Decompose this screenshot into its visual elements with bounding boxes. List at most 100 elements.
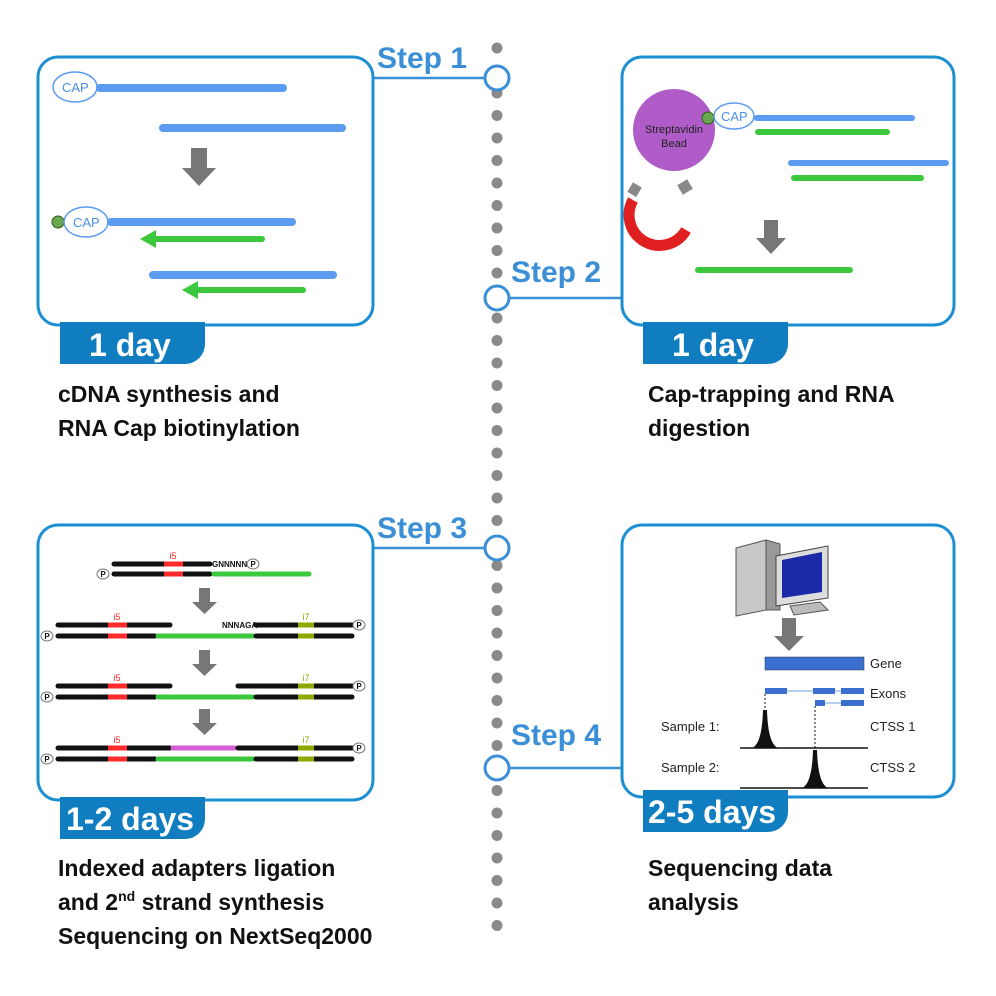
timeline-dot [491, 875, 503, 886]
step-3-label: Step 3 [377, 512, 467, 545]
i7-index [298, 756, 314, 762]
phosphate-label: P [356, 744, 362, 753]
exon [815, 700, 825, 706]
cap-label: CAP [721, 109, 748, 124]
phosphate-icon [352, 742, 366, 754]
i5-label: i5 [113, 673, 120, 683]
step-3-duration-badge [60, 797, 205, 839]
phosphate-icon [40, 630, 54, 642]
step-2: Step 2 Streptavidin Bead CAP 1 day Cap-t [483, 55, 956, 441]
i5-index [164, 561, 183, 567]
i5-label: i5 [113, 735, 120, 745]
step-4-node [483, 754, 511, 782]
sample-2-label: Sample 2: [661, 760, 720, 775]
phosphate-label: P [356, 682, 362, 691]
cap-trapping-illustration: Streptavidin Bead CAP [623, 89, 949, 273]
timeline-dot [491, 830, 503, 841]
cdna-synthesis-illustration: CAP CAP [51, 71, 346, 299]
timeline-dot [491, 132, 503, 144]
i7-index [298, 622, 314, 628]
i7-label: i7 [302, 612, 309, 622]
timeline-dot [491, 470, 503, 481]
computer-icon [735, 539, 830, 617]
cap-icon [713, 102, 755, 130]
phosphate-label: P [44, 693, 50, 702]
down-arrow-icon [182, 148, 216, 186]
phosphate-label: P [100, 570, 106, 579]
i7-label: i7 [302, 735, 309, 745]
timeline-dot [491, 695, 503, 706]
timeline-dot [491, 717, 503, 729]
i5-index [108, 633, 127, 639]
timeline-dot [491, 807, 503, 819]
phosphate-icon [352, 680, 366, 692]
step-1-duration: 1 day [89, 327, 171, 363]
timeline-dot [491, 560, 503, 571]
timeline-dot [491, 650, 503, 661]
phosphate-label: P [44, 632, 50, 641]
down-arrow-icon [756, 220, 786, 254]
timeline-dot [491, 177, 503, 189]
step-4-label: Step 4 [511, 719, 601, 752]
sequence-label: NNNAGA [222, 621, 257, 630]
arrowhead-icon [182, 281, 198, 299]
step-2-node [483, 284, 511, 312]
cap-label: CAP [73, 215, 100, 230]
timeline-dot [491, 920, 503, 931]
phosphate-icon [96, 568, 110, 580]
timeline-dot [491, 852, 503, 864]
i7-index [298, 683, 314, 689]
step-2-duration: 1 day [672, 327, 754, 363]
step-3-node [483, 534, 511, 562]
ctss-2-label: CTSS 2 [870, 760, 916, 775]
timeline-dot [491, 425, 503, 436]
step-3-caption-line: Sequencing on NextSeq2000 [58, 923, 372, 949]
timeline-dot [491, 222, 503, 234]
step-4: Step 4 Gene Exons Sample 1: CTSS 1 [483, 523, 956, 915]
phosphate-icon [352, 619, 366, 631]
timeline-dot [491, 740, 503, 751]
timeline-dot [491, 42, 503, 54]
i5-index [108, 683, 127, 689]
step-2-duration-badge [643, 322, 788, 364]
timeline-dot [491, 402, 503, 414]
timeline-dot [491, 267, 503, 279]
down-arrow-icon [192, 650, 217, 676]
step-4-caption-line: Sequencing data [648, 855, 832, 881]
biotin-dot [701, 111, 715, 125]
exon [765, 688, 787, 694]
exon [841, 688, 864, 694]
step-2-label: Step 2 [511, 256, 601, 289]
phosphate-label: P [356, 621, 362, 630]
timeline-dot [491, 492, 503, 504]
i5-index [108, 622, 127, 628]
i7-index [298, 745, 314, 751]
step-3-caption-line: and 2nd strand synthesis [58, 888, 324, 915]
i5-label: i5 [169, 551, 176, 561]
timeline-dot [491, 897, 503, 909]
down-arrow-icon [192, 709, 217, 735]
phosphate-label: P [44, 755, 50, 764]
step-1: Step 1 CAP CAP 1 day cDNA synthesis and … [36, 42, 511, 441]
step-1-label: Step 1 [377, 42, 467, 75]
step-2-caption-line: Cap-trapping and RNA [648, 381, 895, 407]
timeline-dot [491, 335, 503, 346]
step-4-caption-line: analysis [648, 889, 739, 915]
timeline-dot [491, 245, 503, 256]
i5-index [108, 756, 127, 762]
i7-label: i7 [302, 673, 309, 683]
sample-2-peak [802, 750, 828, 788]
down-arrow-icon [192, 588, 217, 614]
ctss-analysis-illustration: Gene Exons Sample 1: CTSS 1 Sample 2: CT… [661, 656, 916, 789]
timeline-dot [491, 380, 503, 391]
phosphate-icon [40, 691, 54, 703]
i7-index [298, 694, 314, 700]
i5-index [108, 745, 127, 751]
exon [813, 688, 835, 694]
sample-1-peak [752, 710, 778, 748]
gene-bar [764, 656, 865, 671]
magnet-icon [623, 179, 693, 251]
phosphate-icon [246, 558, 260, 570]
